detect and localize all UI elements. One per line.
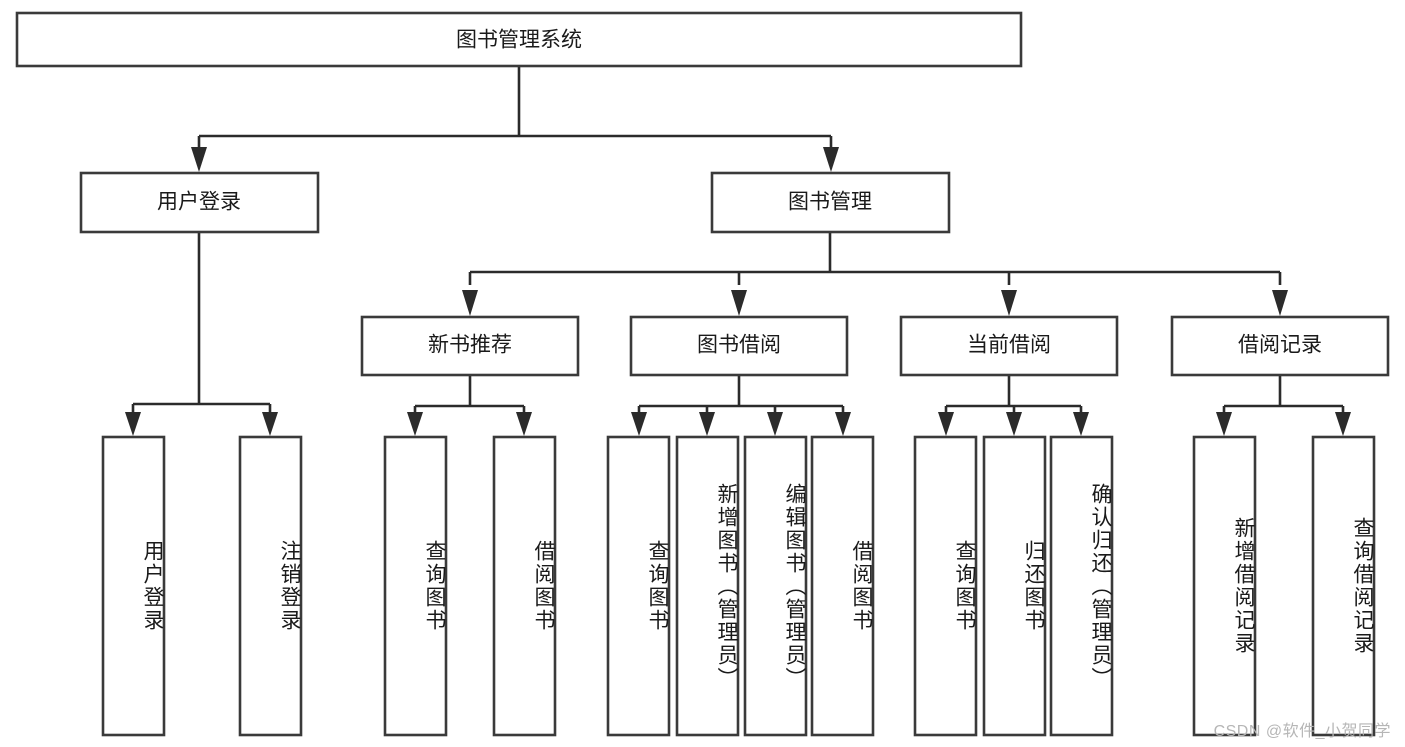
node-book-management-label: 图书管理 bbox=[788, 191, 872, 214]
leaf-box-user-login-0[interactable] bbox=[101, 435, 166, 737]
connector-bookmgmt-to-level3 bbox=[462, 232, 1288, 316]
node-current-borrow-label: 当前借阅 bbox=[967, 334, 1051, 357]
connector-userlogin-to-leaves bbox=[125, 232, 278, 436]
leaf-box-new-book-0[interactable] bbox=[383, 435, 448, 737]
connector-currentborrow-to-leaves bbox=[938, 375, 1089, 436]
node-root-book-management-system[interactable]: 图书管理系统 bbox=[15, 11, 1023, 68]
leaf-box-current-borrow-0[interactable] bbox=[913, 435, 978, 737]
node-book-borrow-label: 图书借阅 bbox=[697, 334, 781, 357]
node-user-login[interactable]: 用户登录 bbox=[79, 171, 320, 234]
leaf-box-new-book-1[interactable] bbox=[492, 435, 557, 737]
leaf-box-user-login-1[interactable] bbox=[238, 435, 303, 737]
connector-newbook-to-leaves bbox=[407, 375, 532, 436]
leaf-box-book-borrow-0[interactable] bbox=[606, 435, 671, 737]
connector-bookborrow-to-leaves bbox=[631, 375, 851, 436]
node-current-borrow[interactable]: 当前借阅 bbox=[899, 315, 1119, 377]
node-borrow-record-label: 借阅记录 bbox=[1238, 334, 1322, 357]
leaf-box-book-borrow-1[interactable] bbox=[675, 435, 740, 737]
leaf-box-book-borrow-3[interactable] bbox=[810, 435, 875, 737]
node-book-management[interactable]: 图书管理 bbox=[710, 171, 951, 234]
node-book-borrow[interactable]: 图书借阅 bbox=[629, 315, 849, 377]
node-borrow-record[interactable]: 借阅记录 bbox=[1170, 315, 1390, 377]
watermark-text: CSDN @软件_小贺同学 bbox=[1213, 723, 1391, 740]
leaf-box-current-borrow-1[interactable] bbox=[982, 435, 1047, 737]
leaf-box-book-borrow-2[interactable] bbox=[743, 435, 808, 737]
leaf-box-borrow-record-0[interactable] bbox=[1192, 435, 1257, 737]
connector-root-to-level2 bbox=[191, 66, 839, 172]
leaf-box-current-borrow-2[interactable] bbox=[1049, 435, 1114, 737]
node-new-book-recommend-label: 新书推荐 bbox=[428, 334, 512, 357]
node-user-login-label: 用户登录 bbox=[157, 191, 241, 214]
leaf-box-borrow-record-1[interactable] bbox=[1311, 435, 1376, 737]
node-root-label: 图书管理系统 bbox=[456, 29, 582, 52]
connector-borrowrecord-to-leaves bbox=[1216, 375, 1351, 436]
node-new-book-recommend[interactable]: 新书推荐 bbox=[360, 315, 580, 377]
